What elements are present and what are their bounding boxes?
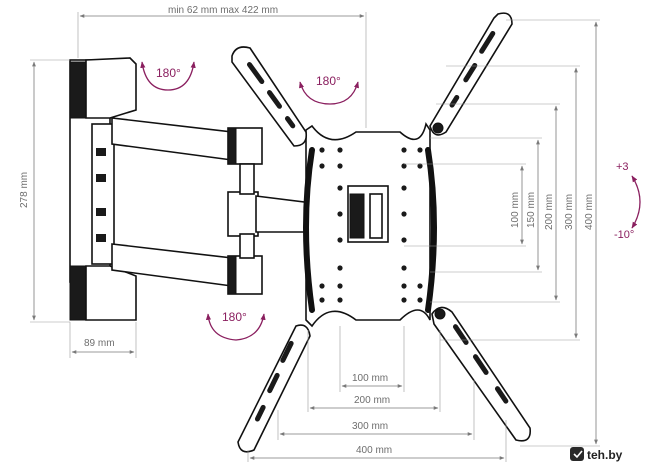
wall-plate-height-label: 278 mm (19, 172, 30, 208)
extension-lines (30, 12, 600, 462)
rotation-arcs (140, 61, 641, 341)
vesa-plate (303, 122, 437, 328)
watermark: teh.by (570, 447, 623, 462)
lower-swivel-label: 180° (222, 310, 247, 324)
tv-arm-top-left (231, 46, 308, 147)
swing-arm-upper (111, 117, 263, 165)
wall-swivel-label: 180° (156, 66, 181, 80)
swing-arm-lower (111, 243, 263, 295)
tv-arm-top-right (429, 12, 513, 136)
watermark-text: teh.by (587, 448, 623, 462)
tv-arm-bottom-right (431, 306, 532, 442)
arm-extension-label: min 62 mm max 422 mm (168, 5, 278, 16)
vertical-400-label: 400 mm (584, 194, 595, 230)
vertical-200-label: 200 mm (544, 194, 555, 230)
tilt-up-label: +3 (616, 161, 629, 173)
horizontal-300-label: 300 mm (352, 421, 388, 432)
vesa-holes (319, 147, 423, 303)
wall-plate-depth-label: 89 mm (84, 338, 115, 349)
wall-plate (69, 57, 137, 321)
horizontal-100-label: 100 mm (352, 373, 388, 384)
tv-arm-bottom-left (237, 324, 311, 453)
vertical-150-label: 150 mm (526, 192, 537, 228)
vertical-100-label: 100 mm (510, 192, 521, 228)
vertical-300-label: 300 mm (564, 194, 575, 230)
plate-swivel-label: 180° (316, 74, 341, 88)
horizontal-200-label: 200 mm (354, 395, 390, 406)
tilt-down-label: -10° (614, 229, 634, 241)
dimension-lines (32, 14, 598, 460)
horizontal-400-label: 400 mm (356, 445, 392, 456)
